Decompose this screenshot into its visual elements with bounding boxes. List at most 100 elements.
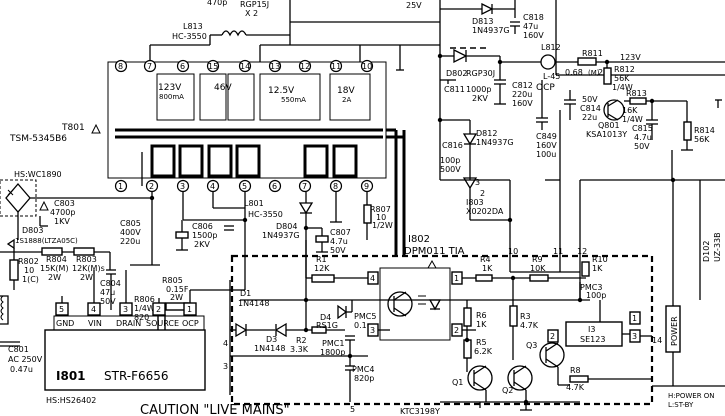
label-d812-part: 1N4937G (476, 138, 514, 147)
label-r5-val: 6.2K (474, 347, 493, 356)
label-c806: C806 (192, 222, 213, 231)
label-r806-val: 820 (134, 313, 149, 322)
transformer-bottom-pins: 1 2 3 4 5 6 7 8 9 (114, 179, 374, 193)
label-r806: R806 (134, 295, 155, 304)
diode-d3 (274, 322, 287, 338)
svg-text:2: 2 (550, 332, 555, 341)
svg-text:2: 2 (149, 182, 154, 191)
label-d804: D804 (276, 222, 297, 231)
label-c818-val: 47u (523, 22, 538, 31)
label-top-25v: 25V (406, 1, 422, 10)
label-r805-val: 0.15F (166, 285, 189, 294)
bottom-pin-6: 6 (268, 179, 282, 193)
label-c805: C805 (120, 219, 141, 228)
label-d4: D4 (320, 313, 331, 322)
label-i802-part: DPM011 TIA (404, 246, 465, 257)
label-i803: I803 (466, 198, 484, 207)
winding-18v: 18V (337, 86, 355, 96)
label-r813-val: 16K (622, 106, 638, 115)
label-c812-val: 220u (512, 90, 532, 99)
svg-text:9: 9 (364, 182, 369, 191)
bottom-pin-9: 9 (360, 179, 374, 193)
label-c818: C818 (523, 13, 544, 22)
label-r803-val: 12K(M)s (72, 264, 105, 273)
svg-text:11: 11 (331, 62, 341, 71)
label-r811-f: (M) (588, 69, 600, 77)
svg-text:3: 3 (370, 326, 375, 335)
label-hs-hs26402: HS:HS26402 (46, 396, 96, 405)
label-r3-val: 4.7K (520, 321, 539, 330)
svg-text:2: 2 (454, 326, 459, 335)
svg-text:3: 3 (223, 362, 228, 371)
bottom-pin-1: 1 (114, 179, 128, 193)
resistor-r1 (311, 274, 335, 283)
label-c816-val: 100p (440, 156, 460, 165)
label-c816-v: 500V (440, 165, 461, 174)
label-d4-part: RS1G (316, 321, 338, 330)
svg-text:4: 4 (91, 305, 96, 314)
label-c806-val: 1500p (192, 231, 217, 240)
label-r812-w: 1/4W (612, 83, 633, 92)
svg-text:13: 13 (270, 62, 280, 71)
label-power: POWER (670, 316, 679, 346)
label-r813-w: 1/4W (622, 115, 643, 124)
label-d3: D3 (266, 335, 277, 344)
thyristor-i803 (462, 177, 478, 190)
label-d1: D1 (240, 289, 251, 298)
label-c814-val: 22u (582, 113, 597, 122)
label-pmc1: PMC1 (322, 339, 344, 348)
resistor-r10 (581, 261, 590, 277)
resistor-r812 (603, 67, 612, 85)
label-c811-v: 2KV (472, 94, 488, 103)
label-c814: C814 (580, 104, 601, 113)
svg-text:VIN: VIN (88, 319, 102, 328)
label-r807: R807 (370, 205, 391, 214)
label-c818-v: 160V (523, 31, 544, 40)
label-top-rgp15j: RGP15J (240, 0, 269, 9)
label-r807-val: 10 (376, 213, 386, 222)
label-d3-part: 1N4148 (254, 344, 285, 353)
svg-text:4: 4 (223, 339, 228, 348)
label-t801-part: TSM-5345B6 (9, 134, 67, 144)
label-c812: C812 (512, 81, 533, 90)
bottom-pin-5: 5 (238, 179, 252, 193)
resistor-r803 (73, 247, 95, 256)
label-c815-v: 50V (634, 142, 650, 151)
label-r1: R1 (316, 255, 327, 264)
resistor-r6 (463, 307, 472, 327)
label-r3: R3 (520, 312, 531, 321)
svg-text:3: 3 (180, 182, 185, 191)
svg-text:6: 6 (180, 62, 185, 71)
svg-text:8: 8 (118, 62, 123, 71)
label-c814-v: 50V (582, 95, 598, 104)
svg-text:2: 2 (156, 305, 161, 314)
label-d813: D813 (472, 17, 493, 26)
svg-text:12: 12 (577, 247, 587, 256)
label-c803-val: 4700p (50, 208, 75, 217)
label-r6: R6 (476, 311, 487, 320)
label-h-power-on: H:POWER ON (668, 392, 715, 400)
label-r2: R2 (296, 336, 307, 345)
capacitor-c807 (315, 235, 329, 243)
svg-text:10: 10 (508, 247, 518, 256)
label-c803-v: 1KV (54, 217, 70, 226)
svg-text:6: 6 (272, 182, 277, 191)
label-r805: R805 (162, 276, 183, 285)
label-pmc3-val: 100p (586, 291, 606, 300)
label-123v: 123V (620, 53, 641, 62)
label-c849-val: 100u (536, 150, 556, 159)
label-c811: C811 (444, 85, 465, 94)
transistor-q801 (603, 99, 625, 121)
top-partial-labels: 470p RGP15J X 2 25V (207, 0, 422, 18)
resistor-r5 (463, 339, 472, 359)
opto-pin-labels: 4 3 1 2 (367, 271, 463, 337)
top-pin-6: 6 (176, 59, 190, 73)
label-q3: Q3 (526, 341, 537, 350)
top-pin-15: 15 (206, 59, 220, 73)
label-q801: Q801 (598, 121, 620, 130)
label-c811-val: 1000p (466, 85, 491, 94)
diode-d804 (298, 202, 314, 215)
label-d812: D812 (476, 129, 497, 138)
bottom-pin-7: 7 (298, 179, 312, 193)
bottom-pin-4: 4 (206, 179, 220, 193)
